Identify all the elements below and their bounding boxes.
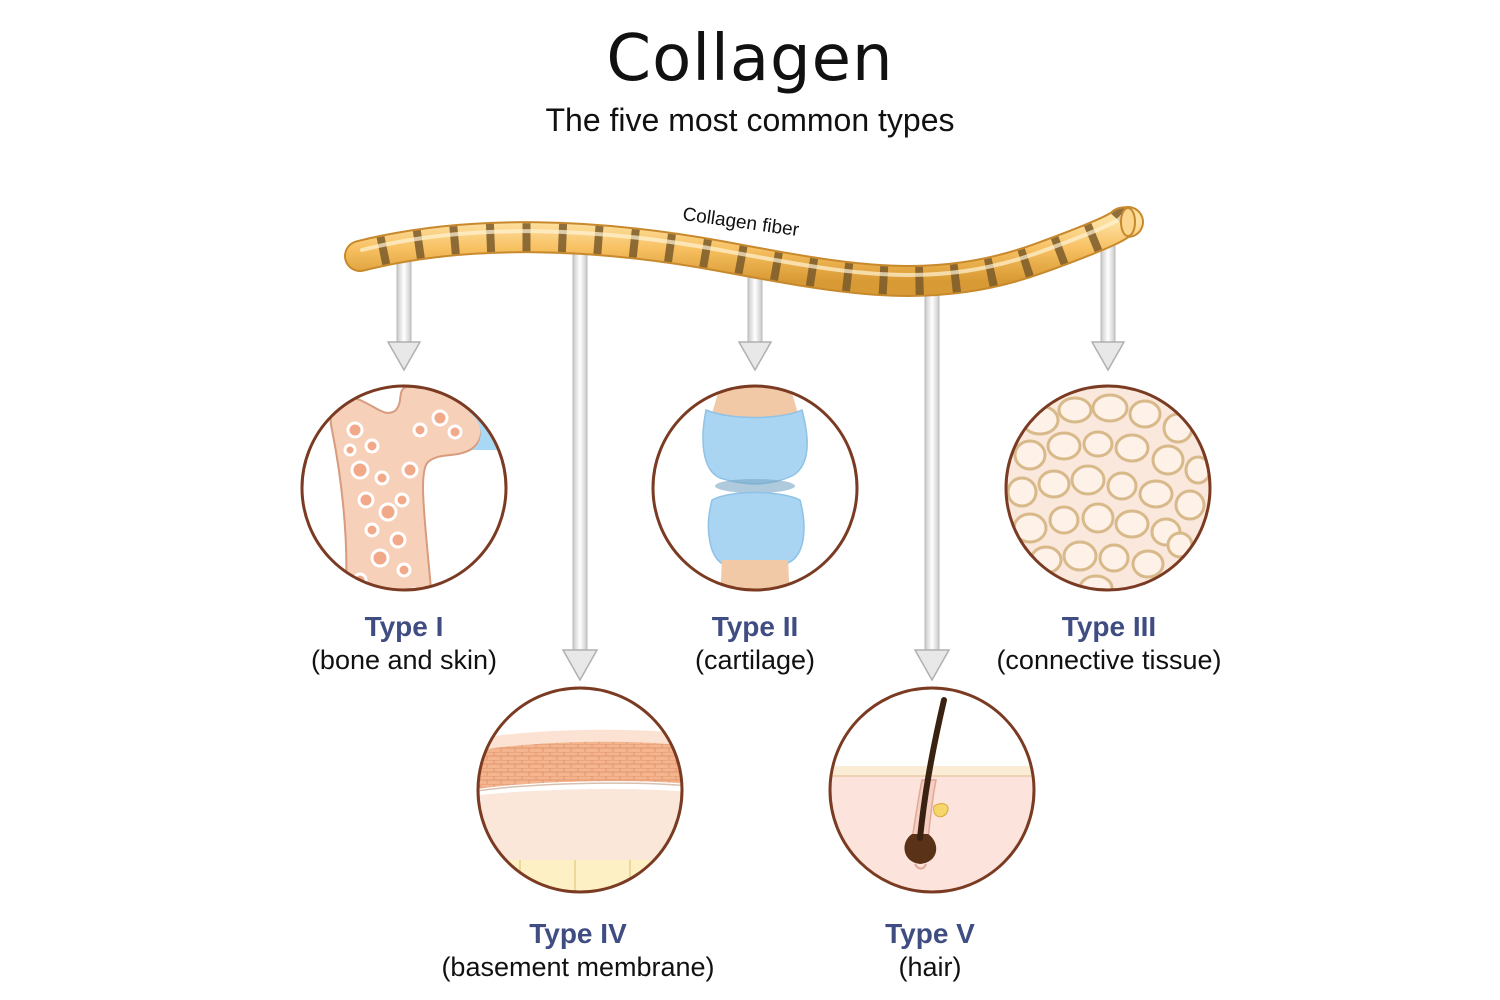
arrow-type-1	[386, 257, 422, 372]
arrow-type-5	[913, 287, 951, 682]
circle-border-type-3	[1004, 384, 1212, 592]
type-3-name: Type III	[1061, 611, 1157, 642]
diagram-subtitle: The five most common types	[545, 102, 955, 138]
type-4-name: Type IV	[529, 918, 627, 949]
circle-border-type-4	[476, 686, 684, 894]
type-1-name: Type I	[364, 611, 444, 642]
circle-border-type-2	[651, 384, 859, 592]
collagen-fiber: Collagen fiber	[344, 204, 1144, 297]
arrow-type-3	[1090, 235, 1126, 372]
arrows	[386, 235, 1126, 682]
type-2-description: (cartilage)	[694, 645, 816, 675]
diagram-title: Collagen	[606, 22, 894, 96]
arrow-type-2	[737, 271, 773, 372]
type-2-name: Type II	[711, 611, 799, 642]
bone-illustration	[300, 384, 508, 592]
fiber-label: Collagen fiber	[681, 204, 801, 241]
circle-border-type-5	[828, 686, 1036, 894]
type-5-name: Type V	[885, 918, 975, 949]
circle-border-type-1	[300, 384, 508, 592]
type-5-description: (hair)	[898, 952, 962, 982]
basement-membrane-illustration	[476, 686, 684, 894]
type-1-description: (bone and skin)	[310, 645, 498, 675]
hair-illustration	[828, 686, 1036, 894]
type-3-description: (connective tissue)	[996, 645, 1222, 675]
connective-tissue-illustration	[1004, 384, 1212, 592]
cartilage-illustration	[651, 384, 859, 592]
type-4-description: (basement membrane)	[441, 952, 715, 982]
